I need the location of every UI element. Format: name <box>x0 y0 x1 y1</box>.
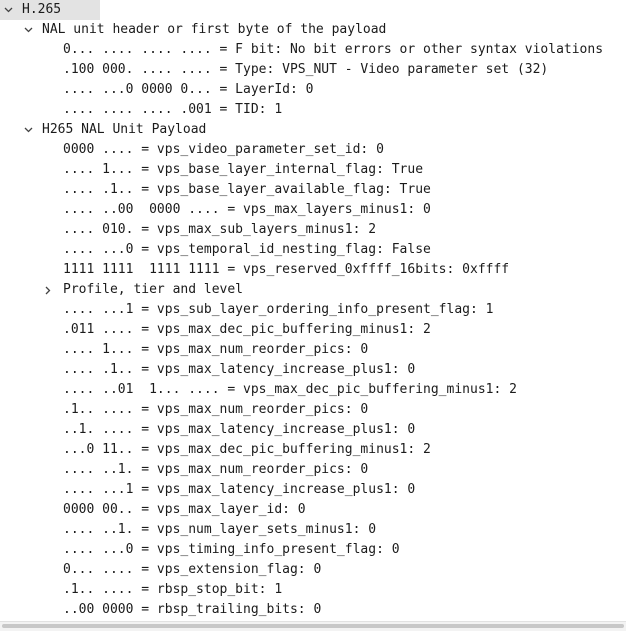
tree-row-label: H265 NAL Unit Payload <box>42 122 207 137</box>
tree-row-label: .... .1.. = vps_max_latency_increase_plu… <box>63 362 416 377</box>
tree-row[interactable]: .... 1... = vps_max_num_reorder_pics: 0 <box>0 340 626 360</box>
tree-row-label: ..1. .... = vps_max_latency_increase_plu… <box>63 422 416 437</box>
tree-row[interactable]: ...0 11.. = vps_max_dec_pic_buffering_mi… <box>0 440 626 460</box>
tree-row[interactable]: .... ...0 = vps_temporal_id_nesting_flag… <box>0 240 626 260</box>
tree-row-label: .... ..1. = vps_num_layer_sets_minus1: 0 <box>63 522 377 537</box>
tree-row-label: 1111 1111 1111 1111 = vps_reserved_0xfff… <box>63 262 510 277</box>
tree-row[interactable]: .... .1.. = vps_base_layer_available_fla… <box>0 180 626 200</box>
chevron-down-icon[interactable] <box>22 120 34 140</box>
tree-row-label: .... 1... = vps_max_num_reorder_pics: 0 <box>63 342 369 357</box>
tree-row-label: .... ...0 0000 0... = LayerId: 0 <box>63 82 314 97</box>
tree-row[interactable]: ..00 0000 = rbsp_trailing_bits: 0 <box>0 600 626 620</box>
tree-row[interactable]: .... 1... = vps_base_layer_internal_flag… <box>0 160 626 180</box>
tree-row-label: ...0 11.. = vps_max_dec_pic_buffering_mi… <box>63 442 431 457</box>
tree-row[interactable]: .... ...0 0000 0... = LayerId: 0 <box>0 80 626 100</box>
tree-row-label: .... .1.. = vps_base_layer_available_fla… <box>63 182 431 197</box>
tree-row[interactable]: 1111 1111 1111 1111 = vps_reserved_0xfff… <box>0 260 626 280</box>
tree-row-label: .... ...0 = vps_temporal_id_nesting_flag… <box>63 242 431 257</box>
tree-row[interactable]: 0... .... .... .... = F bit: No bit erro… <box>0 40 626 60</box>
tree-row-label: .... 1... = vps_base_layer_internal_flag… <box>63 162 424 177</box>
tree-row-label: 0... .... .... .... = F bit: No bit erro… <box>63 42 604 57</box>
tree-row-label: 0... .... = vps_extension_flag: 0 <box>63 562 322 577</box>
tree-row-label: .... ...0 = vps_timing_info_present_flag… <box>63 542 400 557</box>
tree-row[interactable]: H265 NAL Unit Payload <box>0 120 626 140</box>
tree-row-label: NAL unit header or first byte of the pay… <box>42 22 387 37</box>
tree-row-label: .... ..1. = vps_max_num_reorder_pics: 0 <box>63 462 369 477</box>
tree-row-label: .... ..00 0000 .... = vps_max_layers_min… <box>63 202 431 217</box>
tree-row[interactable]: H.265 <box>0 0 100 20</box>
tree-row[interactable]: .... ...1 = vps_max_latency_increase_plu… <box>0 480 626 500</box>
chevron-right-icon[interactable] <box>42 280 54 300</box>
tree-row-label: .... .... .... .001 = TID: 1 <box>63 102 283 117</box>
tree-row[interactable]: .... ..01 1... .... = vps_max_dec_pic_bu… <box>0 380 626 400</box>
tree-row[interactable]: .... .... .... .001 = TID: 1 <box>0 100 626 120</box>
tree-row[interactable]: .... .1.. = vps_max_latency_increase_plu… <box>0 360 626 380</box>
horizontal-scrollbar[interactable] <box>0 621 626 631</box>
tree-row[interactable]: Profile, tier and level <box>0 280 626 300</box>
chevron-down-icon[interactable] <box>22 20 34 40</box>
tree-row[interactable]: .1.. .... = rbsp_stop_bit: 1 <box>0 580 626 600</box>
tree-row[interactable]: ..1. .... = vps_max_latency_increase_plu… <box>0 420 626 440</box>
tree-row[interactable]: .... ...1 = vps_sub_layer_ordering_info_… <box>0 300 626 320</box>
tree-row[interactable]: .011 .... = vps_max_dec_pic_buffering_mi… <box>0 320 626 340</box>
tree-row-label: .... ..01 1... .... = vps_max_dec_pic_bu… <box>63 382 517 397</box>
tree-row[interactable]: .... ..1. = vps_num_layer_sets_minus1: 0 <box>0 520 626 540</box>
tree-row[interactable]: .... ..1. = vps_max_num_reorder_pics: 0 <box>0 460 626 480</box>
tree-row-label: ..00 0000 = rbsp_trailing_bits: 0 <box>63 602 322 617</box>
tree-row-label: .... 010. = vps_max_sub_layers_minus1: 2 <box>63 222 377 237</box>
tree-row-label: .1.. .... = rbsp_stop_bit: 1 <box>63 582 283 597</box>
tree-row-label: .100 000. .... .... = Type: VPS_NUT - Vi… <box>63 62 549 77</box>
tree-row[interactable]: 0000 .... = vps_video_parameter_set_id: … <box>0 140 626 160</box>
tree-row[interactable]: .100 000. .... .... = Type: VPS_NUT - Vi… <box>0 60 626 80</box>
tree-row[interactable]: .... ...0 = vps_timing_info_present_flag… <box>0 540 626 560</box>
tree-row-label: .1.. .... = vps_max_num_reorder_pics: 0 <box>63 402 369 417</box>
tree-row[interactable]: NAL unit header or first byte of the pay… <box>0 20 626 40</box>
tree-row-label: H.265 <box>22 2 62 17</box>
tree-row-label: 0000 00.. = vps_max_layer_id: 0 <box>63 502 306 517</box>
tree-row[interactable]: .... 010. = vps_max_sub_layers_minus1: 2 <box>0 220 626 240</box>
tree-row[interactable]: 0000 00.. = vps_max_layer_id: 0 <box>0 500 626 520</box>
tree-row[interactable]: .1.. .... = vps_max_num_reorder_pics: 0 <box>0 400 626 420</box>
tree-row-label: 0000 .... = vps_video_parameter_set_id: … <box>63 142 384 157</box>
scrollbar-thumb[interactable] <box>2 624 624 628</box>
tree-row-label: .011 .... = vps_max_dec_pic_buffering_mi… <box>63 322 431 337</box>
tree-row-label: Profile, tier and level <box>63 282 244 297</box>
chevron-down-icon[interactable] <box>2 0 14 20</box>
tree-row-label: .... ...1 = vps_max_latency_increase_plu… <box>63 482 416 497</box>
tree-row[interactable]: 0... .... = vps_extension_flag: 0 <box>0 560 626 580</box>
tree-row-label: .... ...1 = vps_sub_layer_ordering_info_… <box>63 302 494 317</box>
tree-row[interactable]: .... ..00 0000 .... = vps_max_layers_min… <box>0 200 626 220</box>
